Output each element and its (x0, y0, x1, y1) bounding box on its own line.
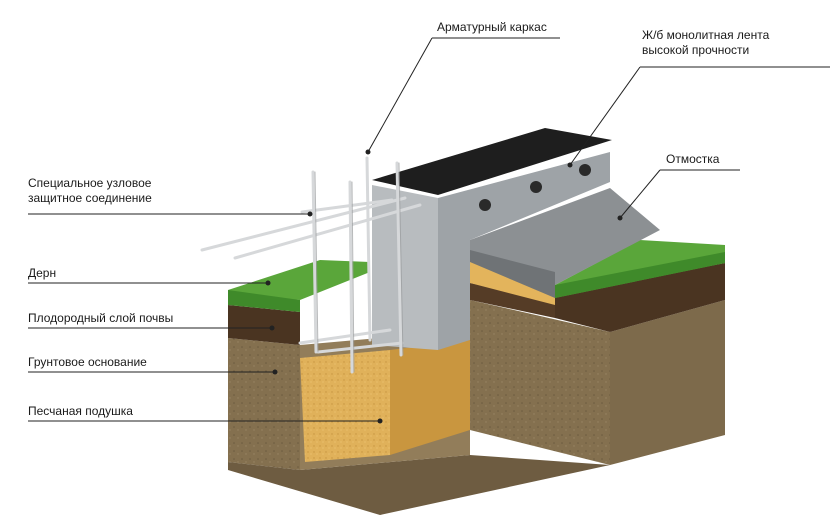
ground-base-right-face (470, 300, 610, 465)
ground-base-left-face (228, 338, 300, 470)
rc-strip-front (372, 185, 438, 350)
label-blind-area: Отмостка (666, 152, 720, 166)
label-rc-strip-line2: высокой прочности (642, 43, 750, 57)
vent-hole (479, 199, 491, 211)
turf-right-edge (555, 252, 725, 298)
turf-left-front (228, 290, 300, 312)
label-rc-strip-line1: Ж/б монолитная лента (642, 28, 770, 42)
label-fertile-soil: Плодородный слой почвы (28, 311, 174, 325)
label-ground-base: Грунтовое основание (28, 355, 147, 369)
leader-blind-area (619, 169, 661, 219)
label-reinforcement-cage: Арматурный каркас (437, 20, 547, 34)
blind-area-front (470, 250, 555, 298)
leader-reinforcement-cage (367, 37, 433, 153)
vent-hole (530, 181, 542, 193)
turf-left-top (228, 260, 370, 300)
label-rc-strip: Ж/б монолитная лента высокой прочности (642, 28, 832, 58)
leader-rc-strip (569, 66, 641, 166)
label-sand-cushion: Песчаная подушка (28, 404, 133, 418)
blind-area-top (470, 188, 660, 285)
label-joint-line1: Специальное узловое (28, 176, 152, 190)
sand-cushion-side (390, 340, 470, 455)
reinforcement-cage (200, 156, 422, 374)
label-joint: Специальное узловое защитное соединение (28, 176, 228, 206)
fertile-soil-left (228, 305, 300, 345)
ground-base-right-side (610, 300, 725, 465)
pit-floor (228, 455, 610, 515)
sand-cushion-front (300, 350, 390, 462)
sand-under-blind-area (470, 262, 555, 305)
label-turf: Дерн (28, 266, 57, 280)
label-joint-line2: защитное соединение (28, 191, 152, 205)
fertile-soil-right (555, 263, 725, 332)
fertile-soil-right-front (470, 283, 555, 318)
rc-strip-top (372, 128, 612, 195)
vent-hole (579, 164, 591, 176)
